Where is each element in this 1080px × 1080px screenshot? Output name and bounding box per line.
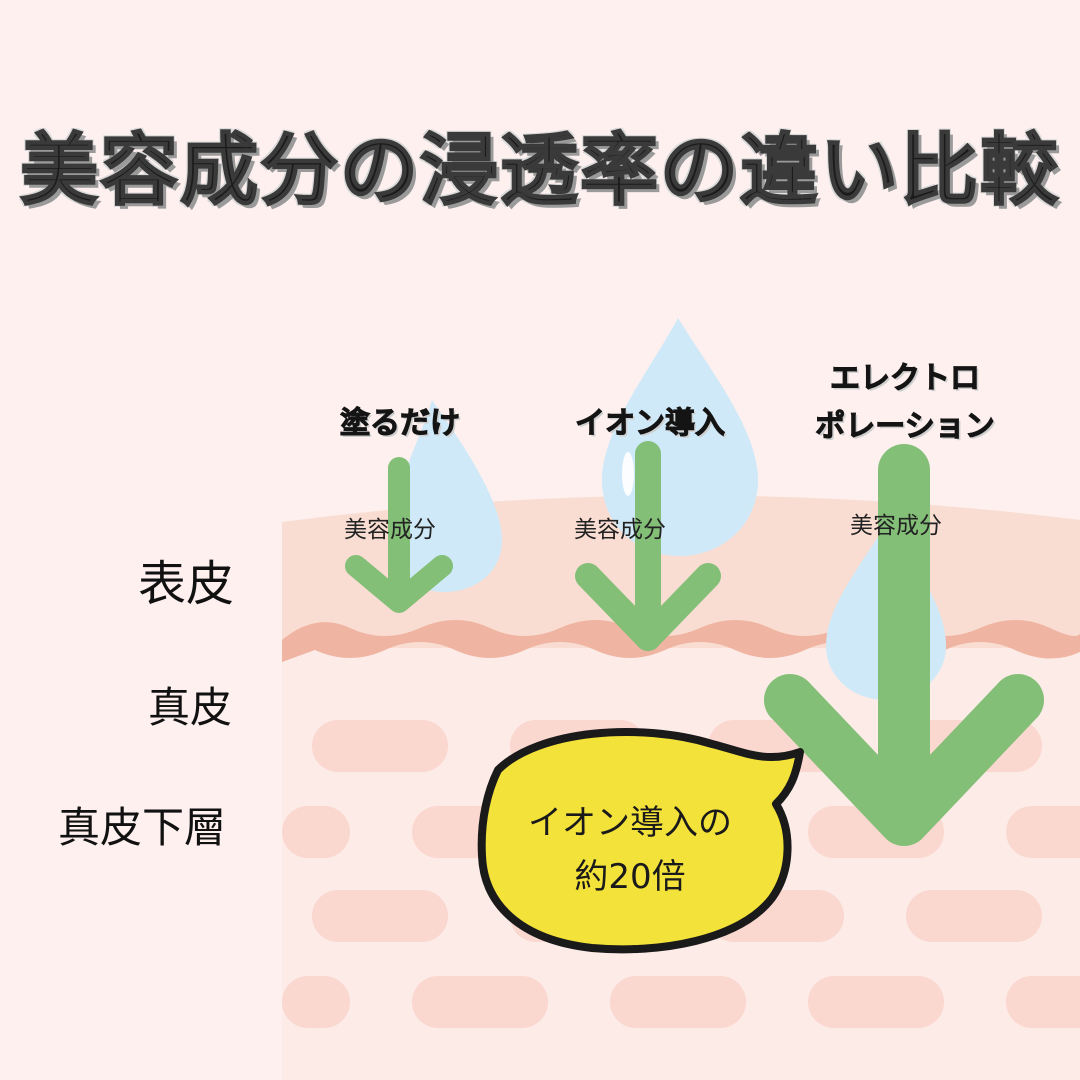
fat-pill — [906, 890, 1042, 942]
method-electroporation: エレクトロ ポレーション — [780, 355, 1030, 451]
fat-pill — [312, 720, 448, 772]
droplet-highlight-icon — [622, 452, 634, 496]
page-title: 美容成分の浸透率の違い比較 — [19, 125, 1060, 217]
fat-pill — [282, 806, 350, 858]
fat-pill — [808, 976, 944, 1028]
method-electroporation-line1: エレクトロ — [830, 361, 981, 397]
arrow-down-icon — [575, 441, 721, 651]
layer-dermis: 真皮 — [148, 683, 233, 732]
callout-text: イオン導入の 約20倍 — [480, 796, 780, 904]
method-apply-only: 塗るだけ — [340, 406, 461, 442]
arrow-down-icon — [345, 457, 453, 613]
method-electroporation-line2: ポレーション — [815, 409, 995, 445]
arrow-down-icon — [764, 444, 1044, 846]
callout-line2: 約20倍 — [574, 857, 686, 897]
fat-pill — [610, 976, 746, 1028]
method-ion-introduction: イオン導入 — [575, 406, 726, 442]
droplet-icon — [388, 400, 502, 592]
fat-pill — [282, 976, 350, 1028]
ingredient-label: 美容成分 — [850, 513, 942, 539]
fat-pill — [1006, 976, 1080, 1028]
ingredient-label: 美容成分 — [344, 517, 436, 543]
callout-line1: イオン導入の — [528, 803, 732, 843]
fat-pill — [1006, 806, 1080, 858]
layer-subcutis: 真皮下層 — [58, 803, 227, 852]
fat-pill — [412, 976, 548, 1028]
fat-pill — [312, 890, 448, 942]
ingredient-label: 美容成分 — [574, 517, 666, 543]
speech-bubble — [477, 728, 804, 954]
layer-epidermis: 表皮 — [138, 556, 235, 612]
